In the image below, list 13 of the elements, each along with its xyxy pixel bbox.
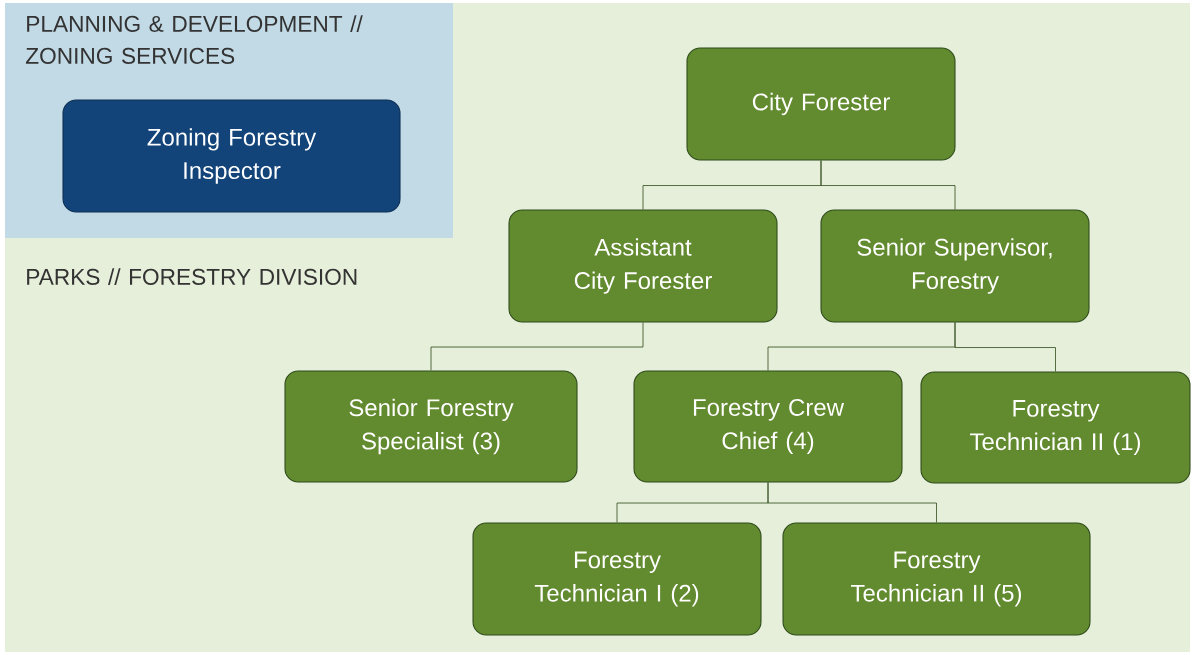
connector-line (820, 160, 956, 210)
position-box: Assistant City Forester (508, 209, 778, 323)
position-box: Senior Forestry Specialist (3) (284, 370, 578, 483)
position-box: Forestry Technician II (1) (920, 371, 1191, 484)
position-box: Forestry Technician I (2) (472, 522, 762, 636)
position-box: Forestry Crew Chief (4) (633, 370, 903, 483)
connector-line (767, 482, 937, 523)
position-box: Senior Supervisor, Forestry (820, 209, 1090, 323)
connector-line (430, 322, 644, 371)
connector-line (954, 322, 1056, 372)
position-box: City Forester (686, 47, 956, 161)
position-box: Zoning Forestry Inspector (62, 99, 401, 213)
position-box: Forestry Technician II (5) (782, 522, 1091, 636)
